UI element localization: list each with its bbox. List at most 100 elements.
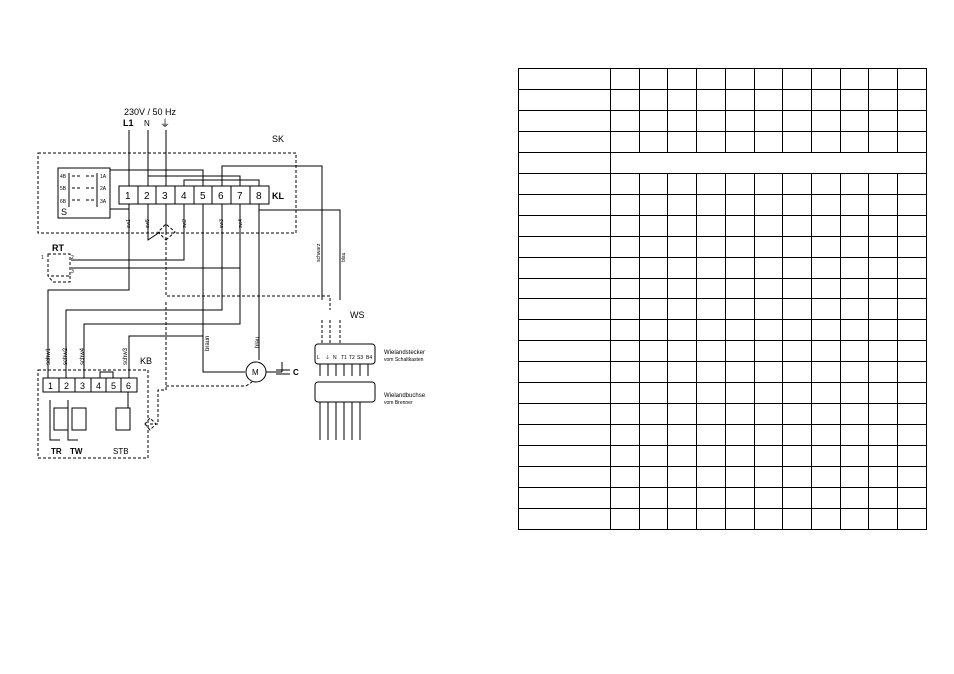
table-cell bbox=[696, 382, 726, 405]
tr-label: TR bbox=[51, 447, 62, 456]
table-cell bbox=[724, 193, 755, 216]
kl-label: KL bbox=[272, 191, 284, 201]
s-switch-pin-6b: 6B bbox=[60, 199, 67, 205]
table-cell bbox=[839, 361, 870, 384]
ws-pin-t1: T1 bbox=[341, 355, 347, 361]
wire-label-schw2: schw2 bbox=[63, 347, 69, 365]
table-cell bbox=[753, 130, 784, 153]
table-cell bbox=[782, 424, 813, 447]
table-cell bbox=[839, 319, 870, 342]
table-cell bbox=[610, 235, 640, 258]
table-cell bbox=[839, 214, 870, 237]
table-cell bbox=[696, 193, 726, 216]
table-cell bbox=[811, 109, 841, 132]
ws-label: WS bbox=[350, 310, 365, 320]
table-cell bbox=[753, 68, 784, 90]
ws-plug-label: Wielandstecker bbox=[384, 350, 425, 356]
table-cell bbox=[753, 466, 784, 489]
table-row bbox=[518, 130, 927, 153]
table-cell bbox=[518, 466, 611, 489]
table-cell bbox=[724, 235, 755, 258]
table-cell bbox=[638, 235, 669, 258]
table-cell bbox=[638, 277, 669, 300]
table-cell bbox=[638, 361, 669, 384]
s-switch-pin-4b: 4B bbox=[60, 174, 67, 180]
rt-pin-1: 1 bbox=[41, 255, 44, 261]
table-cell bbox=[696, 466, 726, 489]
wire-label-schwarz: schwarz bbox=[316, 243, 322, 262]
table-cell bbox=[518, 130, 611, 153]
s-switch-pin-2a: 2A bbox=[100, 186, 107, 192]
table-cell bbox=[811, 340, 841, 363]
kl-terminal-2: 2 bbox=[144, 191, 150, 202]
table-cell bbox=[696, 424, 726, 447]
table-row bbox=[518, 403, 927, 426]
table-cell bbox=[518, 151, 611, 174]
table-cell bbox=[518, 88, 611, 111]
capacitor-symbol bbox=[276, 369, 290, 375]
table-cell bbox=[753, 319, 784, 342]
capacitor-label: C bbox=[293, 368, 299, 377]
table-cell bbox=[696, 88, 726, 111]
table-cell bbox=[638, 256, 669, 279]
table-row bbox=[518, 68, 927, 90]
table-cell bbox=[638, 403, 669, 426]
rt-room-thermostat bbox=[47, 253, 71, 277]
table-cell bbox=[811, 361, 841, 384]
table-cell bbox=[897, 109, 927, 132]
table-cell bbox=[724, 130, 755, 153]
kl-terminal-block: 1 2 3 4 5 6 7 8 bbox=[118, 185, 270, 205]
table-cell bbox=[839, 445, 870, 468]
table-cell bbox=[610, 214, 640, 237]
table-cell bbox=[782, 130, 813, 153]
table-cell bbox=[839, 487, 870, 510]
table-cell bbox=[897, 466, 927, 489]
table-cell bbox=[518, 193, 611, 216]
table-cell bbox=[897, 445, 927, 468]
table-cell bbox=[782, 340, 813, 363]
table-cell bbox=[868, 88, 899, 111]
table-cell bbox=[868, 424, 899, 447]
table-cell bbox=[667, 214, 698, 237]
table-cell bbox=[638, 109, 669, 132]
supply-voltage-label: 230V / 50 Hz bbox=[124, 107, 177, 117]
rt-pin-2: 2 bbox=[71, 255, 74, 261]
table-cell bbox=[724, 256, 755, 279]
table-cell bbox=[638, 508, 669, 530]
table-cell bbox=[868, 445, 899, 468]
table-cell bbox=[782, 445, 813, 468]
table-cell bbox=[696, 298, 726, 321]
supply-l1-label: L1 bbox=[123, 118, 134, 128]
s-switch-pin-5b: 5B bbox=[60, 186, 67, 192]
table-cell bbox=[868, 382, 899, 405]
table-row bbox=[518, 487, 927, 510]
table-cell bbox=[811, 319, 841, 342]
table-cell bbox=[667, 172, 698, 195]
table-row bbox=[518, 214, 927, 237]
table-cell bbox=[638, 193, 669, 216]
table-cell bbox=[610, 319, 640, 342]
table-cell bbox=[897, 340, 927, 363]
table-cell bbox=[782, 508, 813, 530]
table-cell bbox=[839, 88, 870, 111]
table-cell bbox=[696, 508, 726, 530]
table-cell bbox=[667, 466, 698, 489]
table-row bbox=[518, 508, 927, 530]
table-cell bbox=[868, 361, 899, 384]
table-cell bbox=[868, 256, 899, 279]
table-cell bbox=[667, 445, 698, 468]
table-cell bbox=[811, 298, 841, 321]
table-row bbox=[518, 466, 927, 489]
kl-terminal-3: 3 bbox=[162, 191, 168, 202]
table-cell bbox=[610, 109, 640, 132]
table-cell bbox=[753, 361, 784, 384]
tw-label: TW bbox=[70, 447, 83, 456]
table-cell bbox=[724, 340, 755, 363]
table-row bbox=[518, 319, 927, 342]
kb-terminal-2: 2 bbox=[64, 381, 69, 391]
table-cell bbox=[839, 298, 870, 321]
ws-socket-sublabel: vom Brenner bbox=[384, 400, 413, 406]
table-cell bbox=[782, 214, 813, 237]
table-cell bbox=[782, 68, 813, 90]
table-cell bbox=[839, 109, 870, 132]
